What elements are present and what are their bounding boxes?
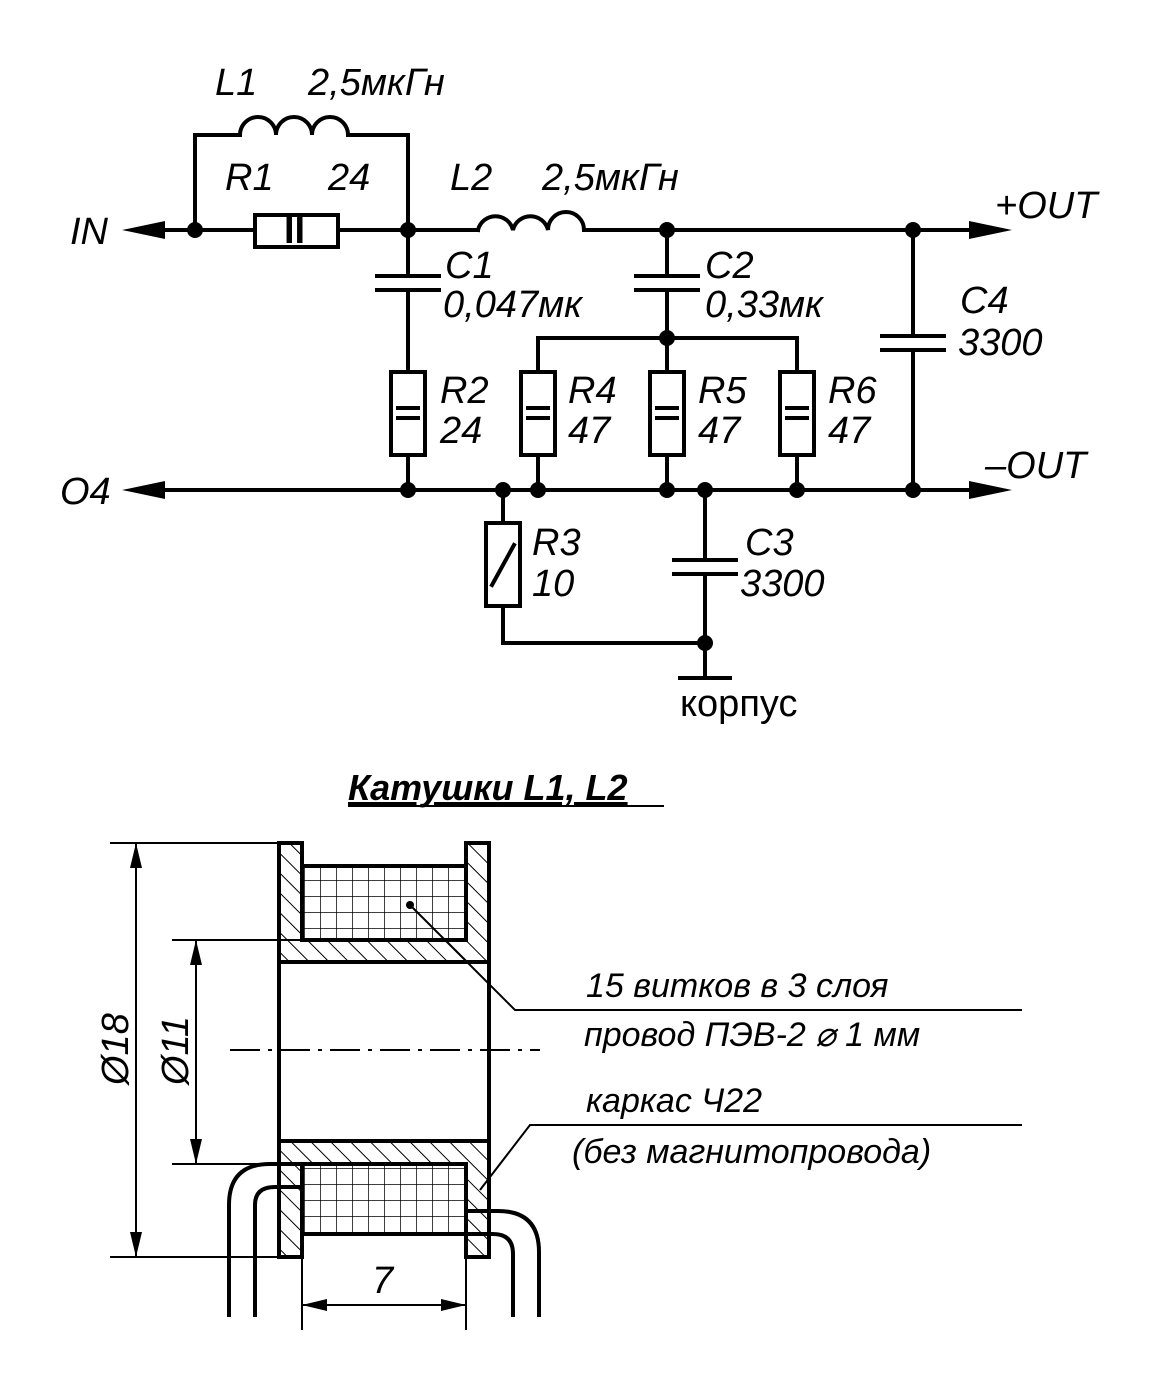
frame-top xyxy=(277,841,491,964)
dim-arrow-width-left xyxy=(302,1299,327,1311)
r2-ref: R2 xyxy=(440,370,489,412)
c3-ref: C3 xyxy=(745,522,794,564)
r5-resistor xyxy=(648,370,686,457)
case-label: корпус xyxy=(680,683,797,725)
r4-resistor xyxy=(519,370,557,457)
winding-top xyxy=(300,864,468,942)
junction-in xyxy=(187,222,203,238)
pos-out-label: +OUT xyxy=(995,185,1100,227)
r2-resistor xyxy=(389,370,427,457)
c4-value: 3300 xyxy=(958,322,1043,364)
r1-value: 24 xyxy=(327,157,370,199)
leader-frame xyxy=(479,1124,1022,1191)
r2-value: 24 xyxy=(439,410,482,452)
c2-value: 0,33мк xyxy=(705,284,825,326)
dim-outer-label: Ø18 xyxy=(95,1013,137,1087)
l2-inductor xyxy=(475,210,587,233)
leader-winding-dot xyxy=(406,901,414,909)
junction-r-bus xyxy=(659,330,675,346)
neg-out-label: –OUT xyxy=(984,445,1089,487)
c1-ref: C1 xyxy=(445,245,494,287)
c3-value: 3300 xyxy=(740,563,825,605)
wire-r3-case xyxy=(501,604,707,645)
l1-ref: L1 xyxy=(215,62,257,104)
junction-r4-bottom xyxy=(530,482,546,498)
dim-arrow-outer-top xyxy=(130,843,142,868)
dim-arrow-width-right xyxy=(441,1299,466,1311)
junction-r2-bottom xyxy=(400,482,416,498)
frame-flange-right xyxy=(464,1232,491,1259)
l1-inductor xyxy=(237,115,351,138)
r5-ref: R5 xyxy=(698,370,747,412)
coil-title: Катушки L1, L2 xyxy=(348,767,628,808)
r6-value: 47 xyxy=(828,410,872,452)
leader-winding xyxy=(409,904,1022,1011)
winding-note-1: 15 витков в 3 слоя xyxy=(586,967,888,1005)
junction-r5-bottom xyxy=(659,482,675,498)
r1-marking: II xyxy=(284,210,305,252)
in-label: IN xyxy=(70,211,109,253)
gnd-port-label: O4 xyxy=(60,471,111,513)
dim-width-label: 7 xyxy=(372,1260,395,1302)
junction-r3 xyxy=(495,482,511,498)
dim-arrow-inner-top xyxy=(190,940,202,965)
neg-out-arrow xyxy=(969,481,1012,499)
gnd-port-arrow xyxy=(122,481,165,499)
wire-l1-loop-left xyxy=(193,133,242,232)
coil-drawing: Катушки L1, L2 xyxy=(95,767,1022,1330)
r6-resistor xyxy=(778,370,816,457)
junction-c4-bottom xyxy=(905,482,921,498)
lead-right xyxy=(464,1209,541,1317)
junction-r6-bottom xyxy=(789,482,805,498)
r5-value: 47 xyxy=(698,410,742,452)
c2-ref: C2 xyxy=(705,245,754,287)
wire-l1-loop-right xyxy=(346,133,410,232)
c1-value: 0,047мк xyxy=(443,284,584,326)
pos-out-arrow xyxy=(969,221,1012,239)
frame-note-2: (без магнитопровода) xyxy=(572,1133,931,1171)
dim-inner-label: Ø11 xyxy=(155,1016,197,1087)
lead-left-inner xyxy=(253,1185,304,1317)
junction-case xyxy=(697,635,713,651)
junction-r1-c1 xyxy=(400,222,416,238)
junction-c2 xyxy=(659,222,675,238)
r3-mark xyxy=(489,542,517,588)
in-arrow xyxy=(122,221,165,239)
r3-ref: R3 xyxy=(532,522,581,564)
l2-value: 2,5мкГн xyxy=(541,157,679,199)
c4-ref: C4 xyxy=(960,280,1009,322)
dim-arrow-outer-bottom xyxy=(130,1232,142,1257)
r4-ref: R4 xyxy=(568,370,617,412)
winding-note-2: провод ПЭВ-2 ⌀ 1 мм xyxy=(584,1016,920,1054)
lead-right-inner xyxy=(464,1232,515,1317)
frame-note-1: каркас Ч22 xyxy=(586,1082,762,1120)
r3-value: 10 xyxy=(532,563,574,605)
r6-ref: R6 xyxy=(828,370,877,412)
r4-value: 47 xyxy=(568,410,612,452)
l2-ref: L2 xyxy=(450,157,492,199)
r1-resistor xyxy=(253,213,340,249)
junction-c3 xyxy=(697,482,713,498)
frame-bottom xyxy=(277,1139,491,1259)
junction-c4-top xyxy=(905,222,921,238)
l1-value: 2,5мкГн xyxy=(307,62,445,104)
r1-ref: R1 xyxy=(225,157,274,199)
schematic: IN O4 +OUT –OUT корпус L1 2,5мкГн R1 24 … xyxy=(60,62,1100,725)
winding-bottom xyxy=(300,1162,468,1236)
dim-arrow-inner-bottom xyxy=(190,1139,202,1164)
